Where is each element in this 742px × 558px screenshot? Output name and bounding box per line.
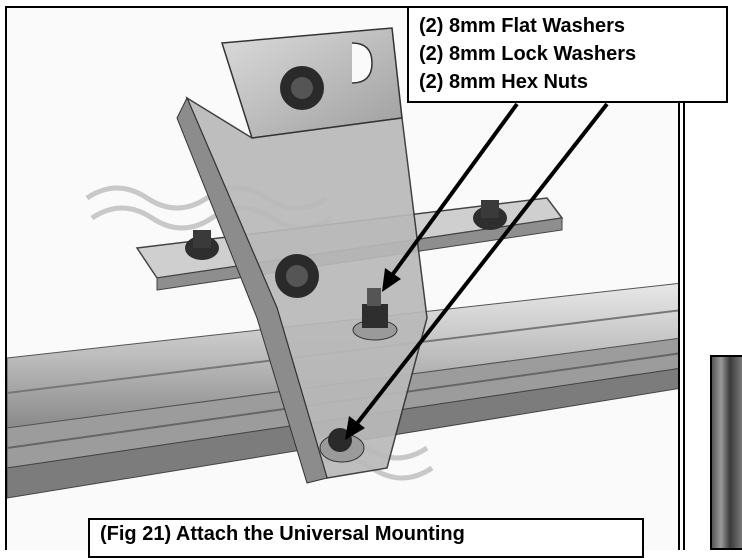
figure-caption: (Fig 21) Attach the Universal Mounting <box>88 518 644 558</box>
hardware-item: (2) 8mm Hex Nuts <box>419 71 588 93</box>
panel-divider <box>683 100 685 550</box>
washer-nut-upper <box>352 288 398 341</box>
nut-left <box>185 230 219 260</box>
nut-right <box>473 200 507 230</box>
photo-thumbnail <box>710 355 742 550</box>
hardware-item: (2) 8mm Lock Washers <box>419 43 637 65</box>
hardware-callout: (2) 8mm Flat Washers (2) 8mm Lock Washer… <box>407 6 728 103</box>
arrow-icon <box>382 102 519 292</box>
bolt-middle <box>275 254 319 298</box>
hardware-item: (2) 8mm Flat Washers <box>419 15 625 37</box>
arrow-icon <box>345 102 609 440</box>
mounting-bracket-illustration <box>7 27 678 499</box>
bolt-top <box>280 66 324 110</box>
